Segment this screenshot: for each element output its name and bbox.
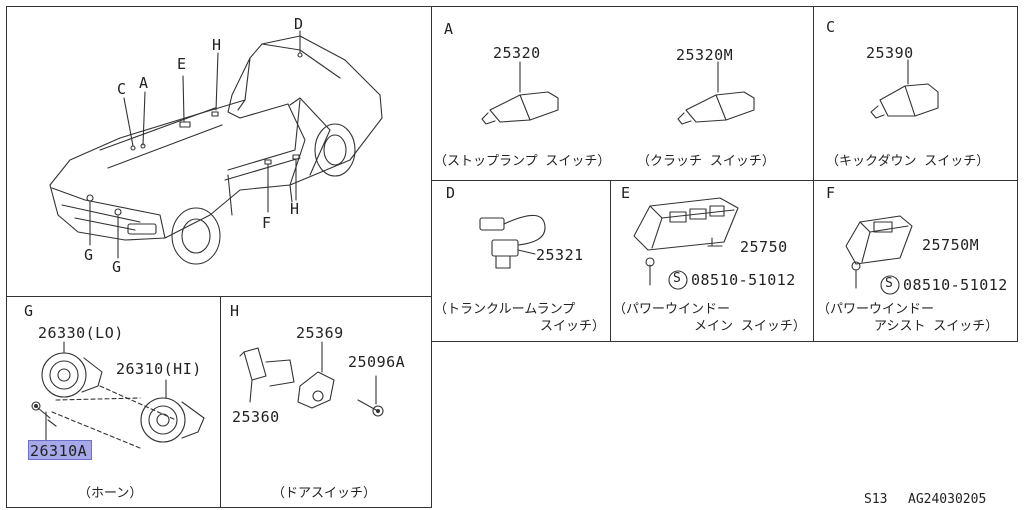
part-number-08510-51012-f[interactable]: 08510-51012: [903, 276, 1008, 294]
section-letter-c: C: [826, 18, 836, 36]
part-number-26330-lo[interactable]: 26330(LO): [38, 324, 124, 342]
car-callout-a: A: [139, 74, 149, 92]
door-switch-drawing: [239, 347, 295, 403]
car-drawing: [49, 35, 383, 265]
caption-power-window-assist-2: アシスト スイッチ）: [874, 319, 999, 334]
section-letter-f: F: [826, 184, 836, 202]
car-callout-d: D: [294, 15, 304, 33]
screw-mark-f: S: [885, 276, 894, 291]
car-callout-g-right: G: [112, 258, 122, 276]
panel-f: [813, 180, 1018, 342]
car-callout-g-left: G: [84, 246, 94, 264]
section-letter-a: A: [444, 20, 454, 38]
door-switch-bracket-drawing: [297, 341, 335, 409]
screw-symbol-f: [880, 275, 900, 295]
caption-horn: （ホーン）: [78, 486, 143, 501]
caption-power-window-assist-1: （パワーウインドー: [817, 302, 935, 317]
horn-guide-lines: [51, 385, 177, 449]
part-number-08510-51012-e[interactable]: 08510-51012: [691, 271, 796, 289]
part-number-26310-hi[interactable]: 26310(HI): [116, 360, 202, 378]
caption-door-switch: （ドアスイッチ）: [272, 486, 377, 501]
panel-g: [6, 296, 221, 508]
section-letter-e: E: [621, 184, 631, 202]
caption-power-window-main-2: メイン スイッチ）: [694, 319, 806, 334]
footer-model: S13: [864, 492, 888, 507]
part-number-25390[interactable]: 25390: [866, 44, 914, 62]
part-number-25096a[interactable]: 25096A: [348, 353, 406, 371]
footer-code: AG24030205: [908, 492, 987, 507]
car-callout-f: F: [262, 214, 272, 232]
part-number-25750m[interactable]: 25750M: [922, 236, 980, 254]
part-number-25750[interactable]: 25750: [740, 238, 788, 256]
panel-a: [431, 6, 814, 181]
caption-stoplamp-switch: （ストップランプ スイッチ）: [434, 154, 611, 169]
part-number-25320m[interactable]: 25320M: [676, 46, 734, 64]
caption-trunk-lamp-switch-2: スイッチ）: [540, 319, 606, 334]
screw-mark-e: S: [673, 271, 682, 286]
horn-bolt-drawing: [31, 401, 57, 441]
caption-trunk-lamp-switch-1: （トランクルームランプ: [434, 302, 576, 317]
caption-power-window-main-1: （パワーウインドー: [613, 302, 731, 317]
trunk-lamp-switch-drawing: [479, 214, 546, 269]
screw-symbol-e: [668, 270, 688, 290]
part-number-25320[interactable]: 25320: [493, 44, 541, 62]
part-number-26310a[interactable]: 26310A: [30, 442, 88, 460]
panel-e: [610, 180, 814, 342]
panel-car-overview: [6, 6, 432, 297]
horn-lo-drawing: [41, 341, 103, 398]
car-callout-c: C: [117, 80, 127, 98]
caption-kickdown-switch: （キックダウン スイッチ）: [826, 154, 990, 169]
power-window-assist-switch-drawing: [845, 215, 913, 289]
car-leaders: [89, 30, 301, 259]
clutch-switch-drawing: [677, 61, 755, 125]
part-number-25360[interactable]: 25360: [232, 408, 280, 426]
kickdown-switch-drawing: [870, 59, 939, 119]
horn-hi-drawing: [140, 379, 205, 443]
section-letter-d: D: [446, 184, 456, 202]
part-number-25369[interactable]: 25369: [296, 324, 344, 342]
section-letter-g: G: [24, 302, 34, 320]
section-letter-h: H: [230, 302, 240, 320]
car-callout-h-top: H: [212, 36, 222, 54]
car-callout-e: E: [177, 55, 187, 73]
stoplamp-switch-drawing: [481, 61, 559, 125]
panel-d: [431, 180, 611, 342]
caption-clutch-switch: （クラッチ スイッチ）: [637, 154, 775, 169]
part-number-25321[interactable]: 25321: [536, 246, 584, 264]
door-switch-bolt-drawing: [357, 375, 384, 417]
power-window-main-switch-drawing: [633, 197, 739, 286]
highlight-box-26310a: [28, 440, 92, 460]
car-callout-h-side: H: [290, 200, 300, 218]
